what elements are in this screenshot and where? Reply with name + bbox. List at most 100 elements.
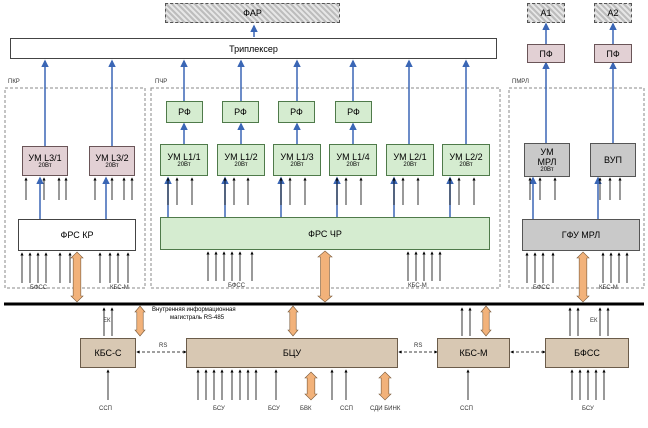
bus-connections	[70, 250, 590, 401]
far-label: ФАР	[243, 8, 262, 18]
um-name: УМ L3/2	[95, 152, 129, 163]
bus-double-arrow	[480, 305, 492, 337]
small-label: ССП	[340, 406, 353, 412]
um-chr-block-5: УМ L2/1 20Вт	[386, 144, 434, 176]
kbs-m-block: КБС-М	[437, 338, 510, 368]
kbs-m-label: КБС-М	[459, 348, 488, 358]
rf-label: РФ	[347, 107, 360, 117]
rf-block-1: РФ	[166, 101, 203, 123]
frs-chr-block: ФРС ЧР	[160, 217, 490, 250]
triplexer-label: Триплексер	[229, 43, 278, 54]
bus-double-arrow	[70, 251, 84, 303]
um-power: 20Вт	[105, 162, 119, 169]
small-label: ЕК	[103, 318, 111, 324]
um-power: 20Вт	[459, 161, 473, 168]
rf-label: РФ	[178, 107, 191, 117]
a2-block: А2	[594, 3, 632, 23]
small-label: БФСС	[30, 285, 48, 291]
um-power: 20Вт	[177, 161, 191, 168]
vup-label: ВУП	[604, 155, 622, 165]
pf-right-label: ПФ	[606, 48, 620, 59]
um-power: 20Вт	[234, 161, 248, 168]
bus-double-arrow	[378, 371, 392, 401]
bus-label-line2: магистраль RS-485	[170, 315, 225, 321]
um-name: УМ L1/4	[336, 151, 370, 162]
um-power: 20Вт	[38, 162, 52, 169]
um-chr-block-4: УМ L1/4 20Вт	[329, 144, 377, 176]
bus-double-arrow	[287, 305, 299, 337]
bcu-label: БЦУ	[282, 348, 302, 358]
small-label: БВК	[300, 406, 312, 412]
um-name: УМ L2/2	[449, 151, 483, 162]
small-label: БСУ	[213, 406, 225, 412]
small-label: БФСС	[228, 283, 246, 289]
um-name: УМ L1/2	[224, 151, 258, 162]
a1-block: А1	[527, 3, 565, 23]
bcu-block: БЦУ	[186, 338, 398, 368]
small-label: БФСС	[533, 285, 551, 291]
bus-double-arrow	[304, 371, 318, 401]
small-label: RS	[414, 343, 423, 349]
um-chr-block-1: УМ L1/1 20Вт	[160, 144, 208, 176]
bfss-label: БФСС	[574, 348, 600, 358]
rf-label: РФ	[234, 107, 247, 117]
pf-left-block: ПФ	[527, 44, 565, 63]
vup-block: ВУП	[590, 143, 636, 177]
small-label: ЕК	[590, 318, 598, 324]
um-power: 20Вт	[346, 161, 360, 168]
kbs-s-block: КБС-С	[80, 338, 136, 368]
control-arrows	[20, 177, 629, 400]
frs-kr-label: ФРС КР	[60, 230, 94, 240]
small-label: КБС-М	[408, 283, 427, 289]
a1-label: А1	[540, 8, 552, 18]
small-label: БСУ	[268, 406, 280, 412]
um-name: УМ L2/1	[393, 151, 427, 162]
pf-left-label: ПФ	[539, 48, 553, 59]
group-label-pkr: ПКР	[8, 79, 20, 85]
um-chr-block-2: УМ L1/2 20Вт	[217, 144, 265, 176]
small-label: СДИ БИНК	[370, 406, 401, 412]
rf-label: РФ	[290, 107, 303, 117]
um-name: УМ L3/1	[28, 152, 62, 163]
um-power: 20Вт	[540, 166, 554, 173]
small-label: КБС-М	[599, 285, 618, 291]
group-frame-pmrl	[508, 87, 645, 289]
um-kr-block-2: УМ L3/2 20Вт	[89, 146, 135, 176]
small-label: RS	[159, 343, 168, 349]
small-label: БСУ	[582, 406, 594, 412]
um-power: 20Вт	[403, 161, 417, 168]
rf-block-4: РФ	[335, 101, 372, 123]
group-label-pmrl: ПМРЛ	[512, 79, 529, 85]
small-label: ССП	[99, 406, 112, 412]
pf-right-block: ПФ	[594, 44, 632, 63]
far-block: ФАР	[165, 3, 340, 23]
links-frschr-um	[164, 176, 454, 217]
um-chr-block-6: УМ L2/2 20Вт	[442, 144, 490, 176]
bus-double-arrow	[576, 251, 590, 303]
frs-kr-block: ФРС КР	[18, 219, 136, 251]
um-power: 20Вт	[290, 161, 304, 168]
rf-block-3: РФ	[278, 101, 315, 123]
um-mrl-block: УМ МРЛ 20Вт	[524, 143, 570, 177]
a2-label: А2	[607, 8, 619, 18]
um-kr-block-1: УМ L3/1 20Вт	[22, 146, 68, 176]
gfu-mrl-label: ГФУ МРЛ	[561, 230, 601, 240]
um-name: УМ L1/3	[280, 151, 314, 162]
bus-label-line1: Внутренняя информационная	[152, 307, 236, 313]
um-mrl-name-line2: МРЛ	[537, 156, 557, 167]
small-label: КБС-М	[110, 285, 129, 291]
um-chr-block-3: УМ L1/3 20Вт	[273, 144, 321, 176]
bfss-block: БФСС	[545, 338, 629, 368]
gfu-mrl-block: ГФУ МРЛ	[522, 219, 640, 251]
um-name: УМ L1/1	[167, 151, 201, 162]
um-mrl-name-line1: УМ	[540, 146, 554, 157]
bus-double-arrow	[317, 250, 333, 303]
group-label-pchr: ПЧР	[155, 79, 168, 85]
frs-chr-label: ФРС ЧР	[308, 228, 342, 239]
bus-double-arrow	[134, 305, 146, 337]
kbs-s-label: КБС-С	[94, 348, 122, 358]
small-label: ССП	[460, 406, 473, 412]
triplexer-block: Триплексер	[10, 38, 497, 59]
rf-block-2: РФ	[222, 101, 259, 123]
